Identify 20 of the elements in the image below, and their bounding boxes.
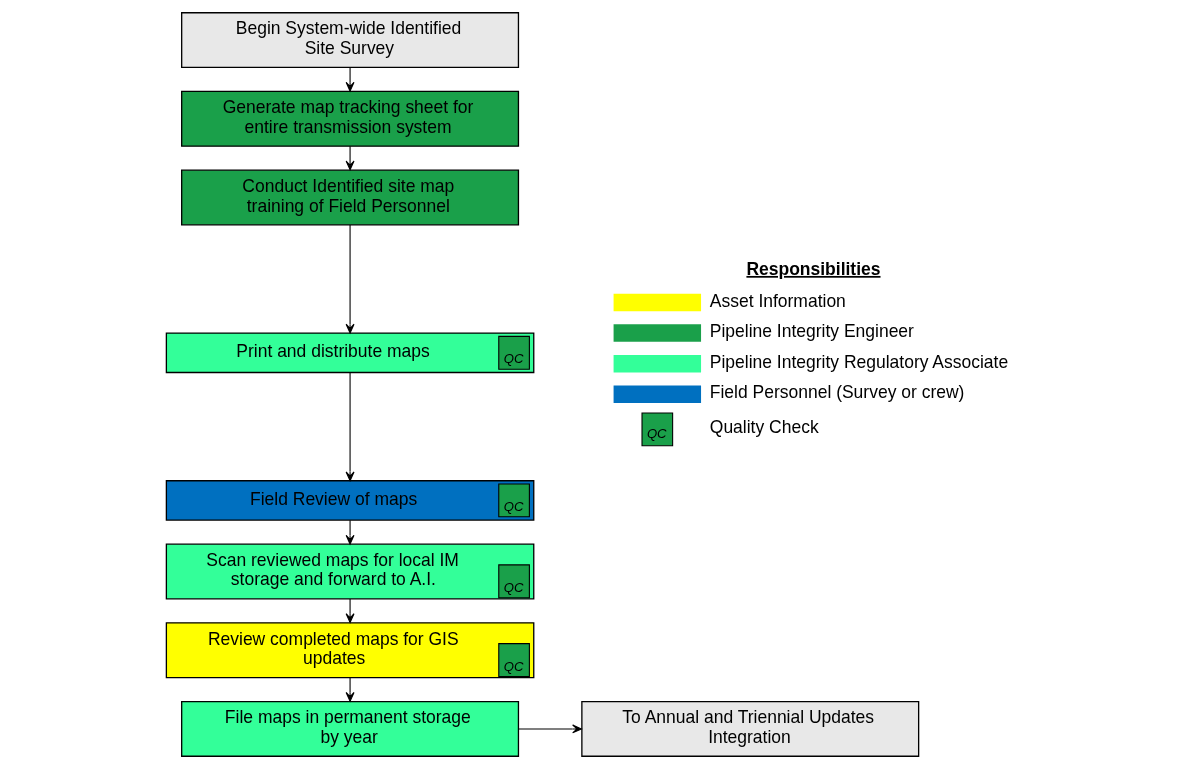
arrow (517, 724, 582, 734)
legend-label: Pipeline Integrity Regulatory Associate (709, 351, 1009, 372)
node-box: File maps in permanent storage by year (181, 700, 520, 757)
legend-label: Quality Check (709, 417, 819, 438)
node-box: Conduct Identified site map training of Field Personnel (181, 169, 520, 226)
arrow (345, 677, 355, 702)
arrow (345, 372, 355, 482)
legend-label: Field Personnel (Survey or crew) (709, 382, 965, 403)
label: QC (646, 425, 667, 441)
node-box: To Annual and Triennial Updates Integration (581, 700, 920, 757)
arrow (345, 598, 355, 623)
legend-label: Pipeline Integrity Engineer (709, 321, 914, 342)
arrow (345, 66, 355, 92)
legend-label: Asset Information (709, 290, 846, 311)
arrow (345, 224, 355, 334)
arrow (345, 519, 355, 545)
node-box: Generate map tracking sheet for entire transmission system (181, 90, 520, 147)
node-box: Begin System-wide Identified Site Survey (181, 12, 520, 69)
label: Responsibilities (746, 258, 881, 279)
arrow (345, 145, 355, 171)
